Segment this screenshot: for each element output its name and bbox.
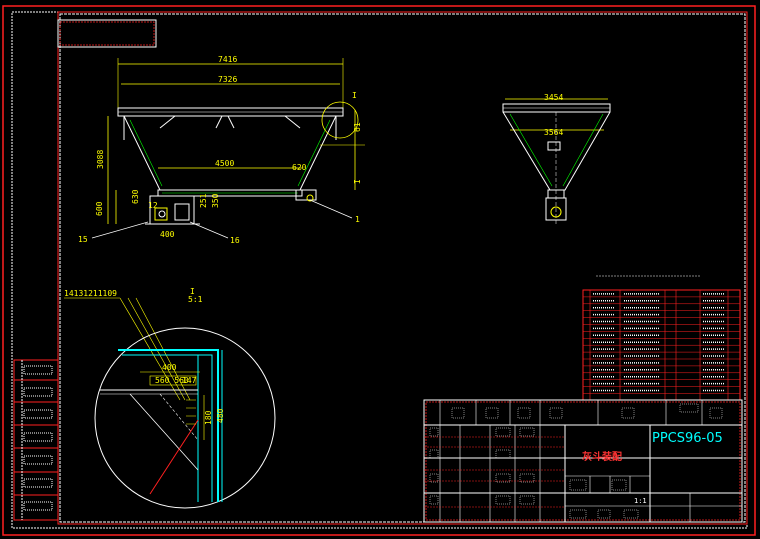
detail-dim-top: 400 bbox=[162, 363, 177, 372]
detail-dim-side: 480 bbox=[216, 408, 225, 423]
corner-box bbox=[57, 19, 157, 48]
detail-dim-mid: 560 560 bbox=[155, 376, 189, 385]
side-dim-mid: 3564 bbox=[544, 128, 563, 137]
callout-15: 15 bbox=[78, 235, 88, 244]
drawing-name: 灰斗装配 bbox=[582, 450, 622, 463]
dim-right-a: 61 bbox=[353, 122, 362, 132]
dim-height-b: 600 bbox=[95, 201, 104, 216]
front-view: 7416 7326 4500 3088 bbox=[78, 55, 365, 245]
dim-right-b: I bbox=[353, 179, 362, 184]
dim-middle-width: 4500 bbox=[215, 159, 234, 168]
detail-dim-mid-b: 147 bbox=[182, 376, 197, 385]
dim-top-width: 7326 bbox=[218, 75, 237, 84]
inner-border bbox=[11, 11, 748, 529]
detail-view: 14131211109 I 5:1 400 560 560 147 180 48… bbox=[64, 287, 276, 509]
title-block: PPCS96-05 灰斗装配 1:1 bbox=[423, 399, 743, 523]
side-dim-top: 3454 bbox=[544, 93, 563, 102]
detail-dim-side-b: 180 bbox=[204, 410, 213, 425]
callout-16: 16 bbox=[230, 236, 240, 245]
dim-bottom: 400 bbox=[160, 230, 175, 239]
outer-frame bbox=[2, 5, 756, 536]
detail-part-numbers: 14131211109 bbox=[64, 289, 117, 298]
drawing-frame bbox=[57, 11, 748, 525]
corner-box-inner bbox=[59, 21, 155, 46]
dim-bottom-b: 12 bbox=[148, 201, 158, 210]
dim-overall-width: 7416 bbox=[218, 55, 237, 64]
drawing-scale: 1:1 bbox=[634, 497, 647, 505]
dim-small-b: 630 bbox=[131, 189, 140, 204]
detail-marker: I bbox=[352, 91, 357, 100]
side-view: 3454 3564 bbox=[502, 93, 611, 225]
dim-height: 3088 bbox=[96, 150, 105, 169]
detail-title: I bbox=[190, 287, 195, 296]
dim-inner: 251 bbox=[199, 193, 208, 208]
dim-small-right: 620 bbox=[292, 163, 307, 172]
detail-scale: 5:1 bbox=[188, 295, 203, 304]
left-margin-table bbox=[13, 359, 59, 521]
dim-inner-b: 350 bbox=[211, 193, 220, 208]
parts-list bbox=[582, 275, 741, 401]
drawing-number: PPCS96-05 bbox=[652, 431, 723, 446]
callout-1: 1 bbox=[355, 215, 360, 224]
drawing-frame-dashed bbox=[59, 13, 746, 523]
